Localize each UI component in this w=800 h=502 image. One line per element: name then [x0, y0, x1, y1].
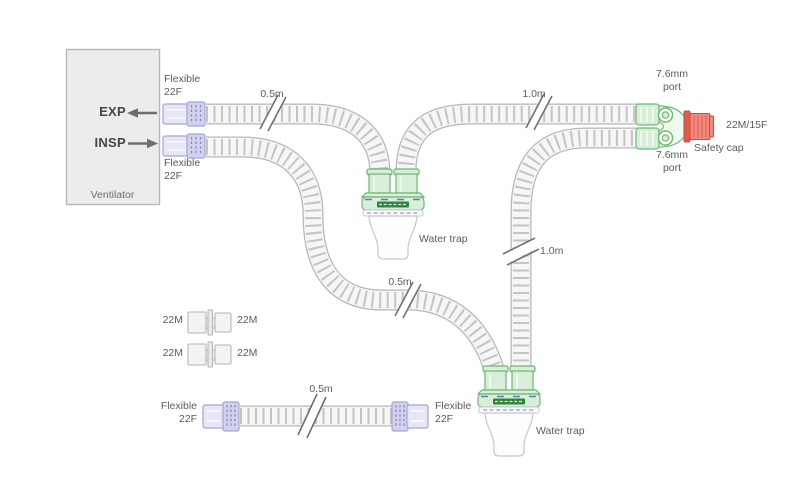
- label-flexible-22f-exp: Flexible 22F: [164, 73, 201, 98]
- label-22m-2-left: 22M: [162, 347, 183, 359]
- break-mark-insp-0-5m: [394, 280, 422, 320]
- label-flexible-22f-spare-right: Flexible 22F: [435, 400, 472, 425]
- adapter-22m-1: [187, 309, 232, 336]
- break-mark-exp-1-0m: [525, 92, 553, 132]
- label-ventilator: Ventilator: [90, 189, 135, 201]
- safety-cap: [683, 110, 714, 143]
- break-mark-spare-0-5m: [297, 393, 327, 439]
- ventilator-box: [65, 48, 161, 206]
- break-mark-insp-1-0m: [502, 237, 540, 266]
- water-trap-exp: [360, 168, 426, 260]
- label-length-spare-0-5m: 0.5m: [309, 383, 333, 395]
- y-piece: [635, 103, 714, 150]
- exp-limb-tube-1-0m: [395, 103, 640, 173]
- label-length-exp-1-0m: 1.0m: [522, 88, 546, 100]
- exp-flow-arrow: [127, 108, 157, 118]
- flexible-connector-insp: [162, 133, 206, 159]
- label-flexible-22f-insp: Flexible 22F: [164, 157, 201, 182]
- insp-limb-tube-1-0m: [510, 127, 640, 369]
- label-22m-1-left: 22M: [162, 314, 183, 326]
- label-22m-2-right: 22M: [237, 347, 258, 359]
- adapter-22m-2: [187, 341, 232, 368]
- label-76mm-port-top: 7.6mm port: [655, 68, 689, 93]
- water-trap-insp: [476, 365, 542, 457]
- label-insp-port: INSP: [94, 135, 126, 150]
- break-mark-exp-0-5m: [259, 93, 287, 133]
- label-length-insp-0-5m: 0.5m: [388, 276, 412, 288]
- label-length-insp-1-0m: 1.0m: [540, 245, 564, 257]
- flexible-connector-spare-right: [391, 401, 429, 432]
- flexible-connector-spare-left: [202, 401, 240, 432]
- label-safety-cap: Safety cap: [694, 142, 744, 154]
- label-water-trap-insp: Water trap: [536, 425, 585, 437]
- label-water-trap-exp: Water trap: [419, 233, 468, 245]
- label-76mm-port-bottom: 7.6mm port: [655, 149, 689, 174]
- label-22m-15f: 22M/15F: [726, 119, 768, 131]
- flexible-connector-exp: [162, 101, 206, 127]
- insp-limb-tube-0-5m: [206, 136, 505, 373]
- label-length-exp-0-5m: 0.5m: [260, 88, 284, 100]
- exp-limb-tube-0-5m: [206, 103, 391, 175]
- label-22m-1-right: 22M: [237, 314, 258, 326]
- label-exp-port: EXP: [99, 104, 126, 119]
- label-flexible-22f-spare-left: Flexible 22F: [160, 400, 197, 425]
- insp-flow-arrow: [128, 138, 158, 149]
